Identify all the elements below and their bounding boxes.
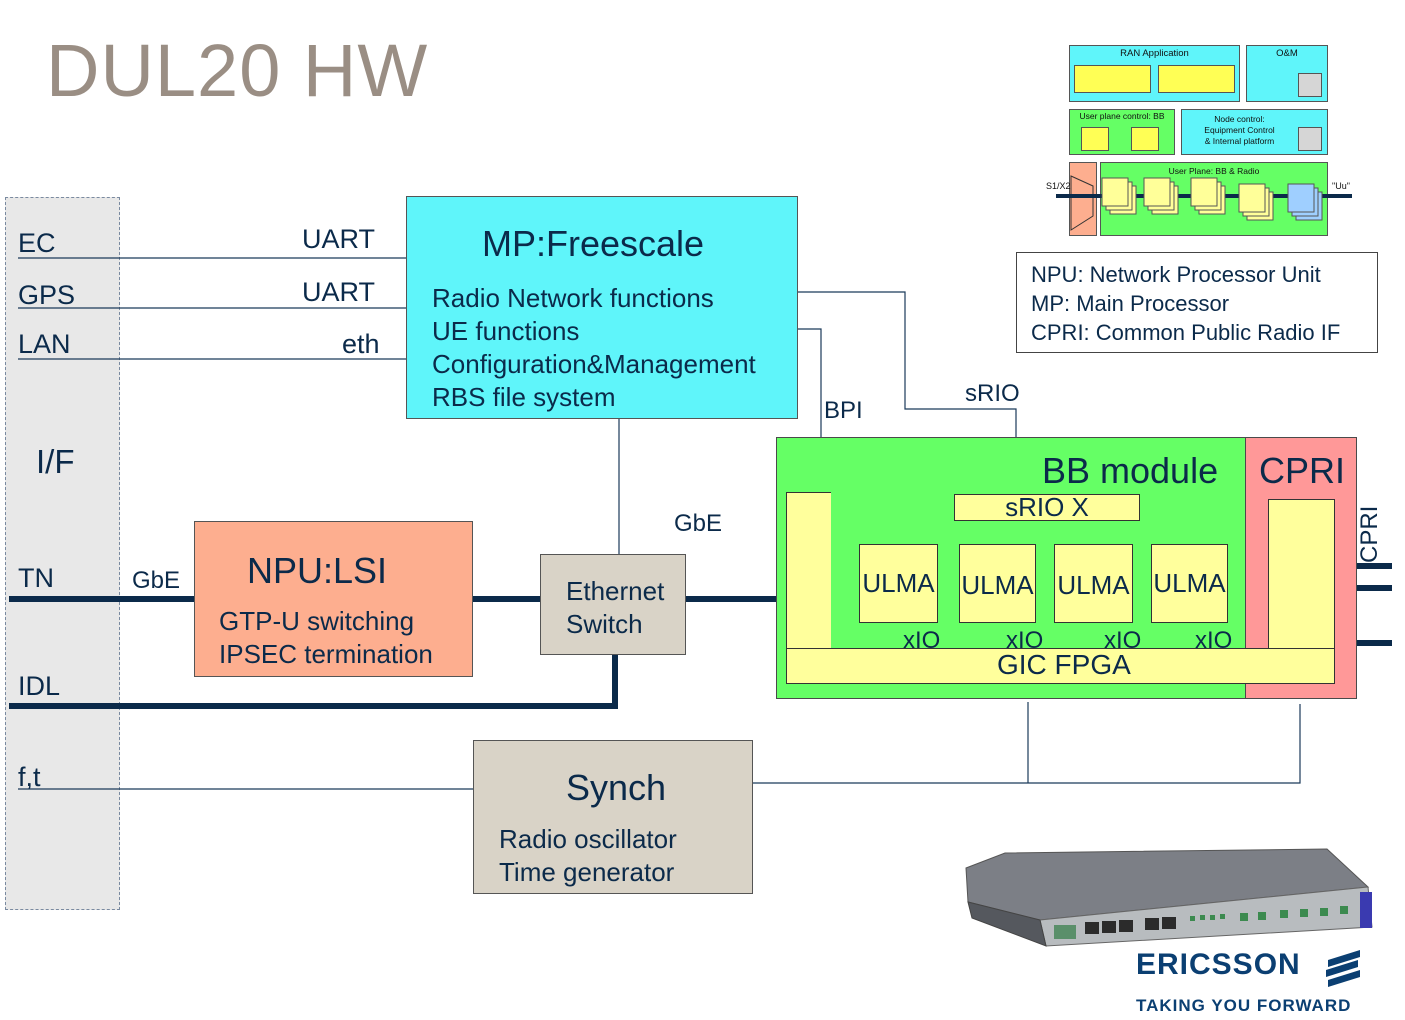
if-label-idl: IDL: [18, 671, 61, 701]
link-label-bpi: BPI: [824, 397, 863, 424]
ulma-box: ULMA: [959, 544, 1036, 623]
xio-label: xIO: [903, 627, 941, 654]
link-label-uart-gps: UART: [302, 277, 376, 307]
npu-lsi-box: NPU:LSI GTP-U switching IPSEC terminatio…: [194, 521, 473, 677]
if-label-tn: TN: [18, 563, 54, 593]
mini-gray-block: [1298, 127, 1322, 151]
mp-function: RBS file system: [432, 382, 616, 412]
if-label-gps: GPS: [18, 280, 76, 310]
interface-column: [5, 197, 120, 910]
if-label-lan: LAN: [18, 329, 71, 359]
bb-module-title: BB module: [1042, 450, 1219, 491]
ulma-box: ULMA: [859, 544, 938, 623]
link-label-gbe-tn: GbE: [132, 567, 181, 594]
ulma-box: ULMA: [1054, 544, 1133, 623]
ethernet-switch-box: Ethernet Switch: [540, 554, 686, 655]
mini-gray-block: [1298, 73, 1322, 97]
ulma-box: ULMA: [1151, 544, 1228, 623]
mp-function: Radio Network functions: [432, 283, 714, 313]
xio-label: xIO: [1006, 627, 1044, 654]
legend-item: NPU: Network Processor Unit: [1031, 262, 1321, 287]
link-label-eth: eth: [342, 329, 380, 359]
mini-yellow-block: [1074, 65, 1151, 93]
npu-function: IPSEC termination: [219, 639, 433, 669]
legend-item: CPRI: Common Public Radio IF: [1031, 320, 1341, 345]
mini-yellow-block: [1131, 127, 1159, 151]
gic-fpga-label: GIC FPGA: [997, 649, 1131, 680]
if-label-if: I/F: [36, 443, 75, 480]
if-label-ft: f,t: [18, 762, 41, 792]
ericsson-tagline: TAKING YOU FORWARD: [1136, 996, 1352, 1015]
cpri-title: CPRI: [1259, 450, 1346, 491]
srio-x-box: sRIO X: [954, 494, 1140, 521]
gic-fpga-bottom: GIC FPGA: [786, 648, 1335, 684]
npu-title: NPU:LSI: [247, 550, 388, 591]
mini-s1x2-label: S1/X2: [1046, 181, 1071, 191]
link-label-uart-ec: UART: [302, 224, 376, 254]
mp-freescale-box: MP:Freescale Radio Network functions UE …: [406, 196, 798, 419]
mini-user-plane-label: User Plane: BB & Radio: [1168, 166, 1260, 176]
mp-function: Configuration&Management: [432, 349, 756, 379]
link-label-gbe-bb: GbE: [674, 510, 723, 537]
synch-box: Synch Radio oscillator Time generator: [473, 740, 753, 894]
ethernet-switch-label: Switch: [566, 609, 643, 639]
mini-yellow-block: [1081, 127, 1109, 151]
legend-item: MP: Main Processor: [1031, 291, 1230, 316]
xio-label: xIO: [1195, 627, 1233, 654]
mini-user-plane-control-label: User plane control: BB: [1079, 111, 1165, 121]
synch-function: Radio oscillator: [499, 824, 677, 854]
mini-ran-application-label: RAN Application: [1120, 48, 1189, 59]
mini-uu-label: "Uu": [1332, 181, 1350, 191]
ethernet-switch-label: Ethernet: [566, 576, 665, 606]
xio-label: xIO: [1104, 627, 1142, 654]
abbreviation-legend: NPU: Network Processor Unit MP: Main Pro…: [1016, 252, 1378, 353]
npu-function: GTP-U switching: [219, 606, 415, 636]
mini-node-control-label: Node control: Equipment Control & Intern…: [1204, 114, 1275, 146]
link-label-srio: sRIO: [965, 380, 1020, 407]
mp-function: UE functions: [432, 316, 580, 346]
synch-title: Synch: [566, 767, 667, 808]
synch-function: Time generator: [499, 857, 675, 887]
mini-om-label: O&M: [1276, 48, 1298, 59]
ericsson-logo-text: ERICSSON: [1136, 948, 1301, 981]
mini-yellow-block: [1158, 65, 1235, 93]
if-label-ec: EC: [18, 228, 56, 258]
page-title: DUL20 HW: [46, 29, 429, 112]
mp-title: MP:Freescale: [482, 223, 705, 264]
